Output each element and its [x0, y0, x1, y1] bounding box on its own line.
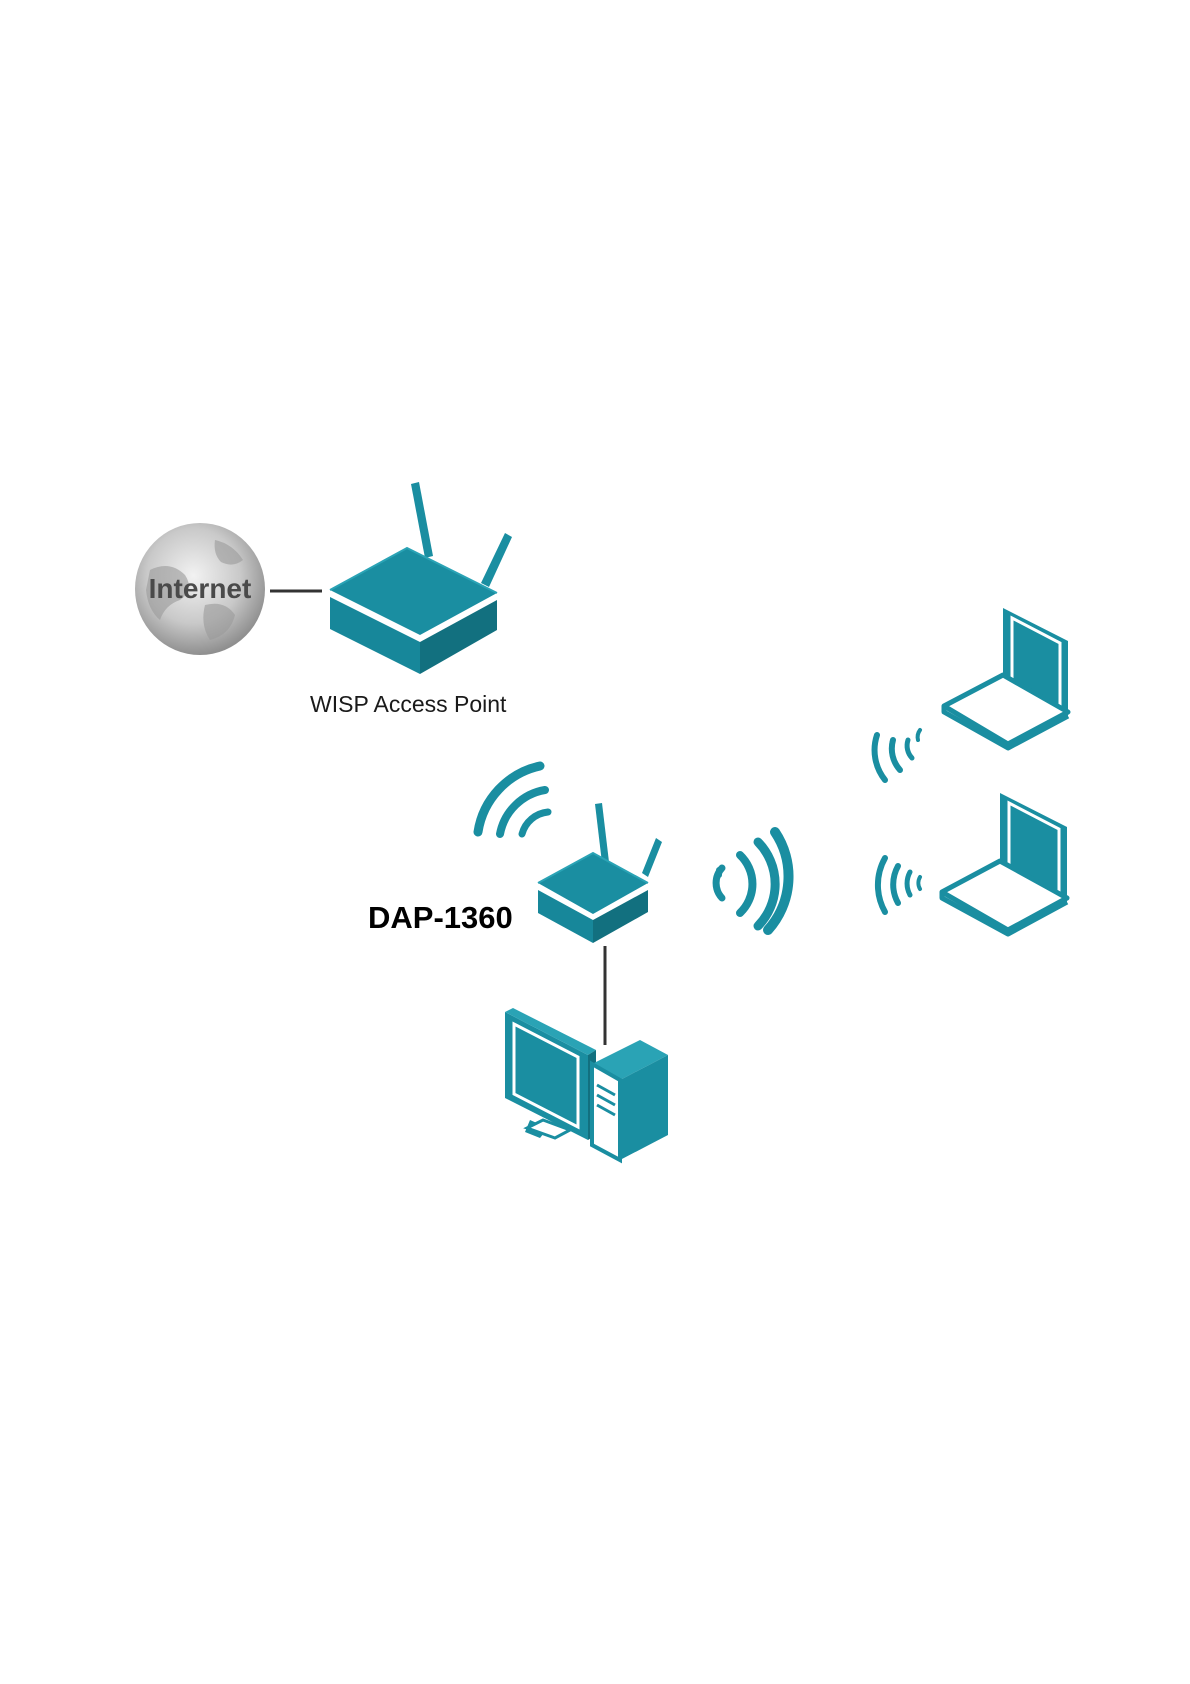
desktop-computer-icon [505, 1008, 668, 1160]
wifi-signal-outgoing-icon [716, 832, 788, 930]
internet-label: Internet [149, 573, 252, 604]
wisp-access-point-label: WISP Access Point [310, 691, 507, 717]
wifi-signal-laptop-bottom-icon [878, 858, 920, 912]
dap-1360-label: DAP-1360 [368, 900, 513, 935]
wifi-signal-icon [478, 766, 548, 834]
laptop-bottom-icon [942, 793, 1067, 934]
dap-1360-router-icon [538, 803, 662, 943]
internet-globe-icon: Internet [135, 523, 265, 655]
wisp-router-icon [330, 482, 512, 674]
wifi-signal-laptop-top-icon [875, 730, 920, 780]
laptop-top-icon [944, 608, 1068, 748]
